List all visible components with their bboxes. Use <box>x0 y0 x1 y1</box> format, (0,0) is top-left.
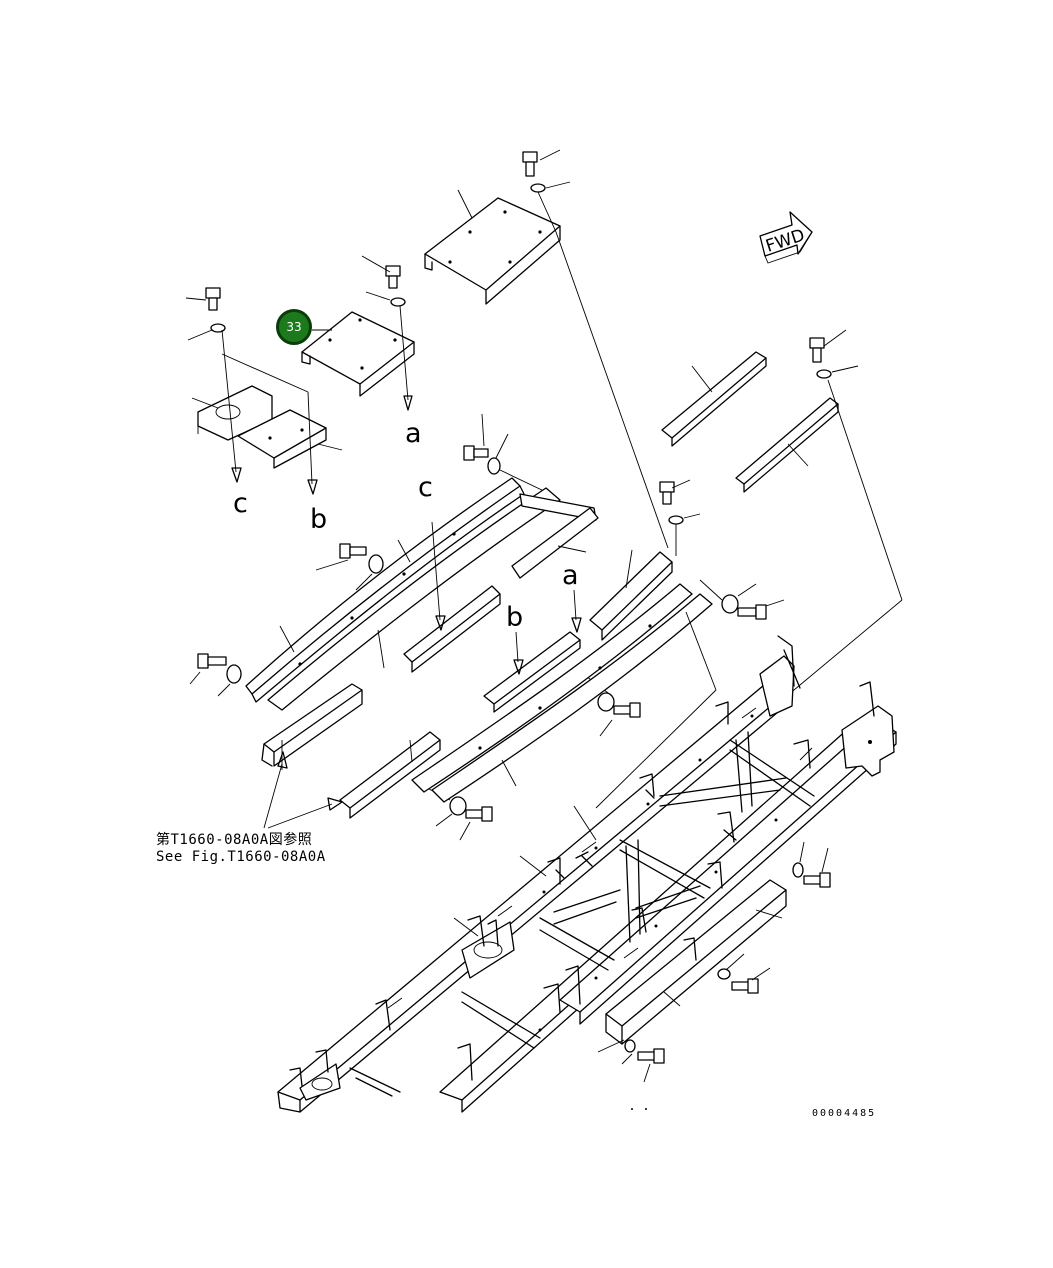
bolt-mid-right <box>659 479 701 556</box>
bolt-left <box>185 287 318 495</box>
left-cover-plate-a <box>191 385 273 441</box>
ref-letter-b-center: b <box>506 602 523 633</box>
ref-letter-a-right: a <box>562 560 579 591</box>
curved-rail-right <box>411 583 713 803</box>
leader-line-top <box>555 231 669 549</box>
bolt-right-mid <box>699 579 785 620</box>
callout-33-label: 33 <box>286 320 302 334</box>
curved-rail-left <box>245 477 561 711</box>
left-cover-plate-b <box>237 409 343 469</box>
bolt-mid-left <box>315 543 384 591</box>
ref-letter-c-left: c <box>233 488 248 519</box>
callout-33-badge[interactable]: 33 <box>276 309 312 345</box>
bolt-top-center <box>522 149 571 233</box>
right-angle-bracket-upper <box>661 351 767 447</box>
leader-line-mid <box>685 611 717 691</box>
reference-note-english: See Fig.T1660-08A0A <box>156 849 326 865</box>
reference-pointer-arrows <box>263 751 343 829</box>
right-lower-bracket <box>339 731 441 819</box>
fwd-arrow-icon: FWD <box>759 211 813 264</box>
ref-letter-a-upper: a <box>405 418 422 449</box>
center-bracket-c <box>403 521 501 673</box>
upper-cover-plate <box>424 189 561 305</box>
center-bracket-b <box>483 589 582 713</box>
fwd-label: FWD <box>763 225 807 256</box>
curved-rail-top <box>511 493 599 579</box>
frame-bolts <box>597 841 831 1083</box>
diagram-id: 00004485 <box>812 1108 877 1119</box>
right-angle-bracket-lower <box>735 397 839 493</box>
bolt-right-top <box>769 329 903 711</box>
reference-note: 第T1660-08A0A図参照 See Fig.T1660-08A0A <box>156 832 326 866</box>
leader-line-mid2 <box>595 689 717 809</box>
bolt-center-right <box>585 675 641 737</box>
ref-letter-b-left: b <box>310 504 327 535</box>
bolt-lower-left <box>189 653 242 697</box>
bolt-mid-upper <box>463 413 547 493</box>
main-frame-assembly <box>277 635 897 1113</box>
right-rail-upper <box>589 549 673 641</box>
left-bracket-lower <box>261 683 363 770</box>
cover-plate-33 <box>301 311 415 397</box>
reference-note-japanese: 第T1660-08A0A図参照 <box>156 832 313 848</box>
ref-letter-c-center: c <box>418 472 433 503</box>
bolt-plate-33 <box>361 255 413 411</box>
